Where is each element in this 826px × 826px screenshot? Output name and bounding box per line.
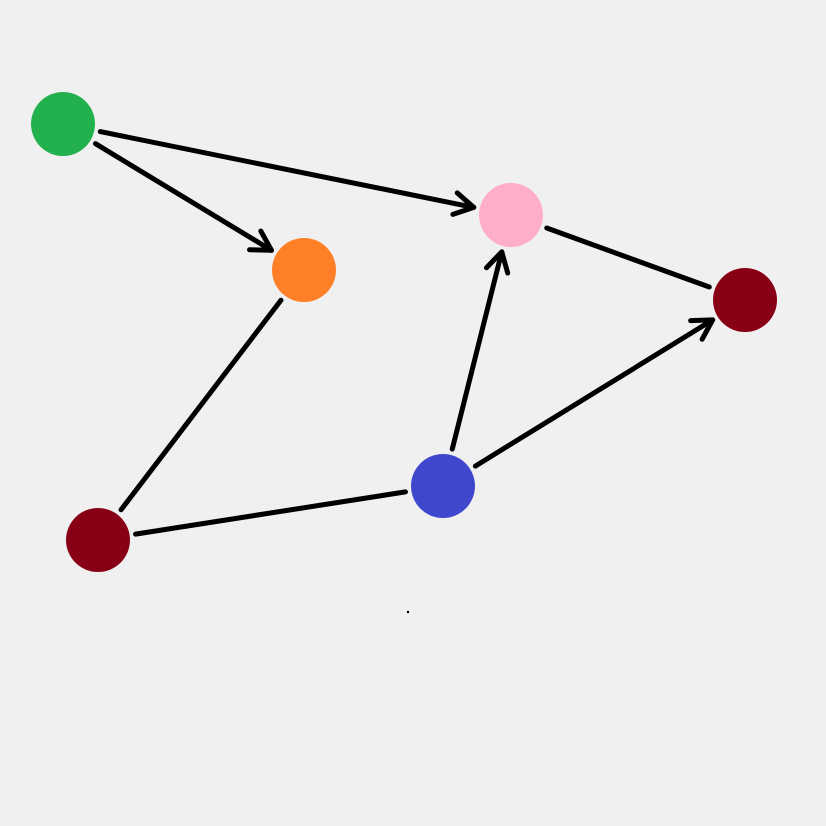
node-pink: [479, 183, 543, 247]
edge-line: [472, 317, 716, 469]
node-darkred-left: [66, 508, 130, 572]
edges-layer: [93, 129, 716, 537]
node-darkred-right: [713, 268, 777, 332]
edge-line: [544, 225, 712, 290]
node-green: [31, 92, 95, 156]
arrowhead-icon: [484, 249, 511, 276]
stray-dot: [406, 610, 410, 614]
edge-green-to-pink: [97, 129, 477, 217]
edge-green-to-orange: [93, 141, 274, 253]
arrowhead-icon: [688, 317, 716, 342]
edge-blue-to-pink: [449, 249, 511, 452]
edge-blue-to-darkred-right: [472, 317, 716, 469]
node-blue: [411, 454, 475, 518]
node-orange: [272, 238, 336, 302]
arrowhead-icon: [247, 228, 274, 253]
edge-line: [118, 297, 284, 513]
edge-line: [97, 129, 477, 210]
nodes-layer: [31, 92, 777, 572]
arrowhead-icon: [450, 190, 477, 217]
edge-pink-to-darkred-right: [544, 225, 712, 290]
edge-line: [449, 249, 505, 452]
edge-line: [93, 141, 274, 253]
edge-line: [133, 489, 408, 537]
edge-darkred-left-to-blue: [133, 489, 408, 537]
edge-orange-to-darkred-left: [118, 297, 284, 513]
